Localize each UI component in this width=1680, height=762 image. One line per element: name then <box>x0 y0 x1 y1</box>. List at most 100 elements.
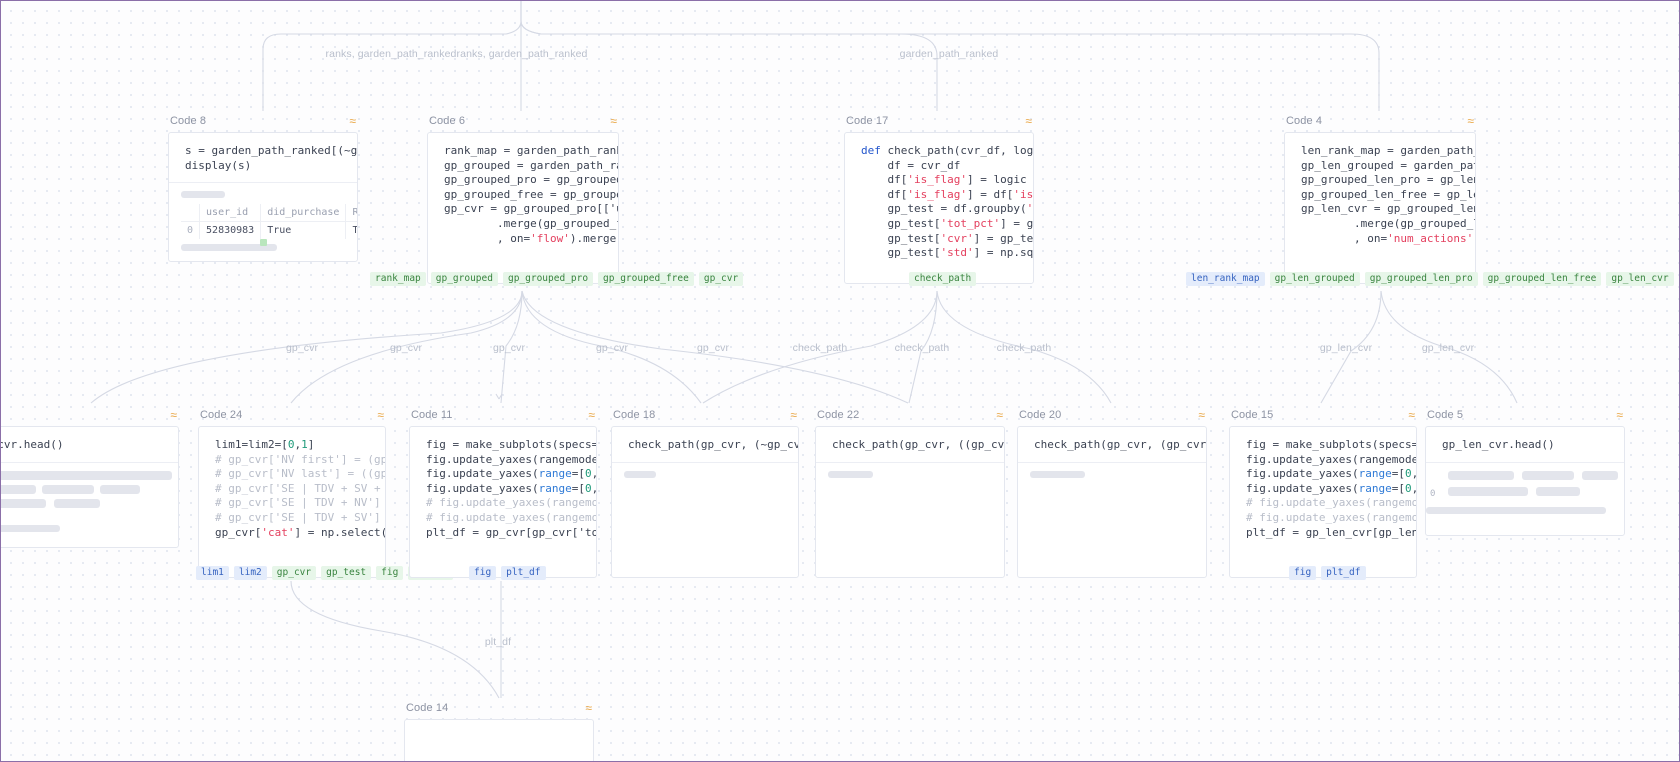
code-token: df[ <box>861 187 908 201</box>
output-scrollbar[interactable] <box>181 191 225 199</box>
node-body[interactable]: gp_len_cvr.head()0 <box>1425 426 1625 536</box>
node-header: de 12≈ <box>1 407 179 422</box>
variable-tag[interactable]: gp_grouped <box>430 272 498 286</box>
code-node[interactable]: de 12≈ p_cvr.head() <box>1 407 179 548</box>
code-token: =[ <box>1391 481 1405 495</box>
node-body[interactable]: len_rank_map = garden_path_rankgp_len_gr… <box>1284 132 1476 284</box>
variable-tag[interactable]: gp_cvr <box>271 566 317 580</box>
variable-tag[interactable]: gp_len_cvr <box>1606 272 1674 286</box>
cells-icon[interactable]: ≈ <box>1198 407 1205 422</box>
code-node[interactable]: Code 11≈fig = make_subplots(specs=[[{"sf… <box>409 407 597 578</box>
node-body[interactable]: check_path(gp_cvr, (~gp_cvr['Ra <box>611 426 799 578</box>
table-row-index: 0 <box>181 221 201 240</box>
code-token: ] = gp_test.co <box>973 231 1033 245</box>
output-blurred-cell <box>54 498 100 508</box>
code-content[interactable]: s = garden_path_ranked[(~gardendisplay(s… <box>169 133 357 182</box>
code-token: gp_cvr = gp_grouped_pro[['user_ <box>444 202 618 216</box>
variable-tag[interactable]: gp_grouped_free <box>598 272 694 286</box>
node-body[interactable]: lim1=lim2=[0,1]# gp_cvr['NV first'] = (g… <box>198 426 386 578</box>
code-node[interactable]: Code 24≈lim1=lim2=[0,1]# gp_cvr['NV firs… <box>198 407 386 578</box>
table-column-header: did_purchase <box>260 204 347 223</box>
variable-tag-list: check_path <box>909 272 977 286</box>
variable-tag[interactable]: gp_grouped_pro <box>502 272 594 286</box>
node-title: Code 22 <box>817 408 860 421</box>
node-header: Code 8 ≈ <box>168 113 358 128</box>
code-line: , on='num_actions').me <box>1301 232 1475 247</box>
edge-label: gp_cvr <box>595 342 629 354</box>
code-node[interactable]: Code 14≈ <box>404 700 594 761</box>
variable-tag[interactable]: fig <box>1289 566 1317 580</box>
node-body[interactable] <box>404 719 594 761</box>
variable-tag[interactable]: fig <box>376 566 404 580</box>
cells-icon[interactable]: ≈ <box>1616 407 1623 422</box>
node-body[interactable]: def check_path(cvr_df, logic, t df = cvr… <box>844 132 1034 284</box>
code-content[interactable]: p_cvr.head() <box>1 427 178 462</box>
variable-tag[interactable]: gp_grouped_len_pro <box>1364 272 1478 286</box>
node-body[interactable]: fig = make_subplots(specs=[[{"sfig.updat… <box>409 426 597 578</box>
variable-tag-list: len_rank_map gp_len_grouped gp_grouped_len… <box>1186 272 1674 286</box>
code-node[interactable]: Code 4≈len_rank_map = garden_path_rankgp… <box>1284 113 1476 284</box>
cells-icon[interactable]: ≈ <box>1025 113 1032 128</box>
cells-icon[interactable]: ≈ <box>349 113 356 128</box>
code-node[interactable]: Code 22 ≈ check_path(gp_cvr, ((gp_cvr['fl <box>815 407 1005 578</box>
code-token: gp_len_grouped = garden_path_ra <box>1301 158 1475 172</box>
code-node[interactable]: Code 20≈ check_path(gp_cvr, (gp_cvr['Ra <box>1017 407 1207 578</box>
edge-label: gp_cvr <box>285 342 319 354</box>
node-header: Code 20≈ <box>1017 407 1207 422</box>
output-hscrollbar[interactable] <box>181 244 277 252</box>
code-node[interactable]: Code 5≈gp_len_cvr.head()0 <box>1425 407 1625 536</box>
variable-tag[interactable]: gp_cvr <box>698 272 744 286</box>
node-body[interactable]: rank_map = garden_path_ranked[r gp_groupe… <box>427 132 619 284</box>
variable-tag[interactable]: fig <box>469 566 497 580</box>
code-content[interactable]: fig = make_subplots(specs=[[{"sfig.updat… <box>1230 427 1416 549</box>
code-node[interactable]: Code 15≈fig = make_subplots(specs=[[{"sf… <box>1229 407 1417 578</box>
node-body[interactable]: check_path(gp_cvr, ((gp_cvr['fl <box>815 426 1005 578</box>
code-content[interactable]: check_path(gp_cvr, (gp_cvr['Ra <box>1018 427 1206 462</box>
variable-tag[interactable]: gp_len_grouped <box>1269 272 1360 286</box>
variable-tag[interactable]: lim1 <box>196 566 229 580</box>
cells-icon[interactable]: ≈ <box>377 407 384 422</box>
code-content[interactable]: fig = make_subplots(specs=[[{"sfig.updat… <box>410 427 596 549</box>
cells-icon[interactable]: ≈ <box>1408 407 1415 422</box>
code-content[interactable]: check_path(gp_cvr, ((gp_cvr['fl <box>816 427 1004 462</box>
output-blurred-cell <box>1 470 172 480</box>
node-output <box>1018 461 1206 486</box>
variable-tag[interactable]: plt_df <box>501 566 546 580</box>
output-blurred-cell <box>100 484 140 494</box>
node-title: Code 8 <box>170 114 207 127</box>
code-line: # fig.update_yaxes(rangemode='t <box>1246 496 1416 511</box>
variable-tag[interactable]: len_rank_map <box>1186 272 1265 286</box>
cells-icon[interactable]: ≈ <box>996 407 1003 422</box>
node-body[interactable]: check_path(gp_cvr, (gp_cvr['Ra <box>1017 426 1207 578</box>
cells-icon[interactable]: ≈ <box>585 700 592 715</box>
code-token: gp_cvr[ <box>215 525 262 539</box>
cells-icon[interactable]: ≈ <box>588 407 595 422</box>
variable-tag[interactable]: plt_df <box>1321 566 1366 580</box>
code-content[interactable]: def check_path(cvr_df, logic, t df = cvr… <box>845 133 1033 270</box>
code-content[interactable]: lim1=lim2=[0,1]# gp_cvr['NV first'] = (g… <box>199 427 385 549</box>
variable-tag[interactable]: gp_grouped_len_free <box>1482 272 1602 286</box>
cells-icon[interactable]: ≈ <box>1467 113 1474 128</box>
code-node[interactable]: Code 6≈rank_map = garden_path_ranked[rgp… <box>427 113 619 284</box>
code-node[interactable]: Code 17≈def check_path(cvr_df, logic, t … <box>844 113 1034 284</box>
code-token: =[ <box>571 481 585 495</box>
code-content[interactable]: rank_map = garden_path_ranked[rgp_groupe… <box>428 133 618 255</box>
code-content[interactable]: gp_len_cvr.head() <box>1426 427 1624 462</box>
node-body[interactable]: fig = make_subplots(specs=[[{"sfig.updat… <box>1229 426 1417 578</box>
node-title: Code 18 <box>613 408 656 421</box>
cells-icon[interactable]: ≈ <box>170 407 177 422</box>
code-content[interactable]: check_path(gp_cvr, (~gp_cvr['Ra <box>612 427 798 462</box>
node-body[interactable]: p_cvr.head() <box>1 426 179 548</box>
variable-tag[interactable]: lim2 <box>233 566 267 580</box>
code-line: gp_len_grouped = garden_path_ra <box>1301 159 1475 174</box>
code-token: rank_map = garden_path_ranked[r <box>444 144 618 157</box>
code-node[interactable]: Code 18 ≈ check_path(gp_cvr, (~gp_cvr['Ra <box>611 407 799 578</box>
cells-icon[interactable]: ≈ <box>610 113 617 128</box>
variable-tag[interactable]: gp_test <box>321 566 372 580</box>
variable-tag[interactable]: check_path <box>909 272 977 286</box>
cells-icon[interactable]: ≈ <box>790 407 797 422</box>
variable-tag[interactable]: rank_map <box>370 272 426 286</box>
code-content[interactable]: len_rank_map = garden_path_rankgp_len_gr… <box>1285 133 1475 255</box>
code-line: gp_len_cvr.head() <box>1442 438 1614 453</box>
